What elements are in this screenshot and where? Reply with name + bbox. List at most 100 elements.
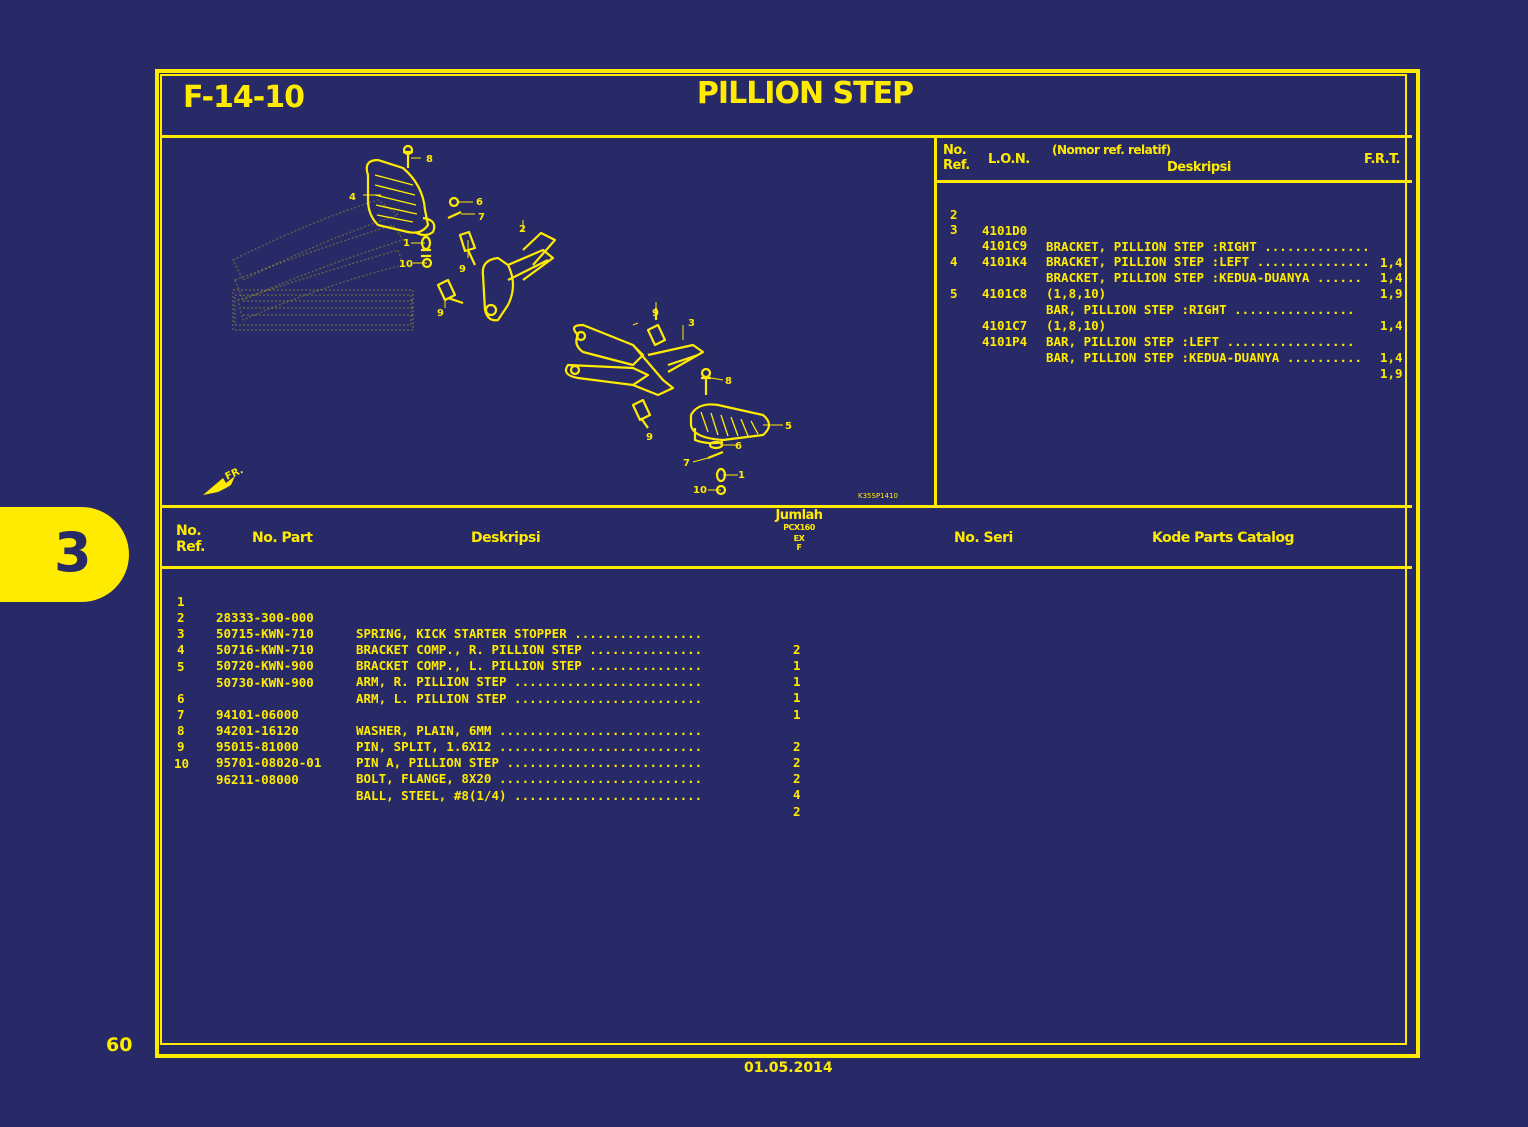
callout-label: 2 <box>519 224 526 235</box>
lon-desc-header: Deskripsi <box>1167 160 1231 175</box>
part-qty: 1 <box>793 690 801 705</box>
callout-label: 1 <box>738 470 745 481</box>
table-row[interactable]: 5 50730-KWN-900 ARM, L. PILLION STEP ...… <box>165 643 801 722</box>
callout-label: 6 <box>476 197 483 208</box>
lon-frt: 1,4 <box>1380 255 1403 270</box>
callout-label: 5 <box>785 421 792 432</box>
frt-header: F.R.T. <box>1364 152 1400 167</box>
callout-label: 9 <box>459 264 466 275</box>
part-desc: WASHER, PLAIN, 6MM .....................… <box>356 723 703 738</box>
part-ref: 6 <box>177 691 185 706</box>
table-row[interactable]: 8 95015-81000 PIN A, PILLION STEP ......… <box>165 707 801 786</box>
lon-ref-header-line1: No. <box>943 143 967 158</box>
table-row[interactable]: 1 28333-300-000 SPRING, KICK STARTER STO… <box>165 578 801 657</box>
table-row: 4 (1,8,10) <box>940 238 1106 301</box>
table-row[interactable]: 2 50715-KWN-710 BRACKET COMP., R. PILLIO… <box>165 594 801 673</box>
part-ref: 9 <box>177 739 185 754</box>
part-desc: ARM, R. PILLION STEP ...................… <box>356 674 703 689</box>
part-desc: BRACKET COMP., L. PILLION STEP .........… <box>356 658 703 673</box>
part-number: 94101-06000 <box>216 707 299 722</box>
part-ref: 7 <box>177 707 185 722</box>
part-number: 50720-KWN-900 <box>216 658 314 673</box>
qty-header: Jumlah PCX160 EX F <box>760 509 838 552</box>
part-ref: 2 <box>177 610 185 625</box>
part-qty: 2 <box>793 771 801 786</box>
title-divider <box>160 135 1412 138</box>
right-step-assembly <box>363 144 557 322</box>
callout-label: 9 <box>646 432 653 443</box>
figure-code: F-14-10 <box>183 80 305 115</box>
part-ref: 10 <box>174 756 190 771</box>
callout-label: 3 <box>688 318 695 329</box>
lon-desc-note: (Nomor ref. relatif) <box>1052 143 1171 157</box>
callout-labels: 8 6 7 4 1 10 9 2 9 9 3 8 5 9 6 7 1 10 FR… <box>224 154 898 500</box>
part-ref: 5 <box>177 659 185 674</box>
table-row[interactable]: 3 50716-KWN-710 BRACKET COMP., L. PILLIO… <box>165 610 801 689</box>
lon-code: 4101K4 <box>982 254 1028 269</box>
table-row[interactable]: 10 96211-08000 BALL, STEEL, #8(1/4) ....… <box>165 740 801 819</box>
part-desc: PIN A, PILLION STEP ....................… <box>356 755 703 770</box>
part-qty: 2 <box>793 739 801 754</box>
callout-label: 4 <box>349 192 356 203</box>
part-qty: 2 <box>793 642 801 657</box>
lon-ref: 3 <box>950 222 958 237</box>
table-row: 4101P4 BAR, PILLION STEP :KEDUA-DUANYA .… <box>940 302 1403 381</box>
diagram-code: K35SP1410 <box>858 492 898 500</box>
part-number: 95015-81000 <box>216 739 299 754</box>
callout-label: 9 <box>652 308 659 319</box>
lon-desc: BRACKET, PILLION STEP :KEDUA-DUANYA ....… <box>1046 270 1363 285</box>
part-qty: 2 <box>793 804 801 819</box>
table-row: 4101C7 BAR, PILLION STEP :LEFT .........… <box>940 286 1403 365</box>
qty-header-title: Jumlah <box>775 508 823 523</box>
section-tab-number: 3 <box>54 521 92 584</box>
callout-label: 6 <box>735 441 742 452</box>
table-row[interactable]: 7 94201-16120 PIN, SPLIT, 1.6X12 .......… <box>165 691 801 770</box>
parts-ref-header: No. Ref. <box>176 523 205 555</box>
lon-desc: BAR, PILLION STEP :KEDUA-DUANYA ........… <box>1046 350 1363 365</box>
part-qty: 2 <box>793 755 801 770</box>
lon-desc: (1,8,10) <box>1046 286 1107 301</box>
watermark-logo <box>232 199 414 331</box>
callout-label: 1 <box>403 238 410 249</box>
part-qty: 1 <box>793 658 801 673</box>
lon-code: 4101C8 <box>982 286 1028 301</box>
parts-header-divider <box>160 566 1412 569</box>
part-desc: PIN, SPLIT, 1.6X12 .....................… <box>356 739 703 754</box>
callout-label: 10 <box>399 259 413 270</box>
table-row[interactable]: 4 50720-KWN-900 ARM, R. PILLION STEP ...… <box>165 626 801 705</box>
catalog-header: Kode Parts Catalog <box>1152 530 1295 546</box>
callout-label: 8 <box>725 376 732 387</box>
lon-header: L.O.N. <box>988 152 1030 167</box>
lon-frt: 1,9 <box>1380 286 1403 301</box>
table-row: 4101C8 BAR, PILLION STEP :RIGHT ........… <box>940 254 1403 333</box>
part-desc: BALL, STEEL, #8(1/4) ...................… <box>356 788 703 803</box>
callout-label: 7 <box>478 212 485 223</box>
part-number: 96211-08000 <box>216 772 299 787</box>
lon-desc: BAR, PILLION STEP :RIGHT ...............… <box>1046 302 1355 317</box>
parts-desc-header: Deskripsi <box>471 530 541 546</box>
lon-code: 4101C9 <box>982 238 1028 253</box>
section-tab[interactable]: 3 <box>0 507 129 602</box>
page-title: PILLION STEP <box>696 76 914 111</box>
part-qty: 1 <box>793 707 801 722</box>
lon-frt: 1,4 <box>1380 318 1403 333</box>
lon-ref: 5 <box>950 286 958 301</box>
table-row: 5 (1,8,10) <box>940 270 1106 333</box>
part-desc: BOLT, FLANGE, 8X20 .....................… <box>356 771 703 786</box>
table-row: 2 4101D0 BRACKET, PILLION STEP :RIGHT ..… <box>940 191 1403 270</box>
part-number: 50730-KWN-900 <box>216 675 314 690</box>
part-number: 50716-KWN-710 <box>216 642 314 657</box>
part-number: 50715-KWN-710 <box>216 626 314 641</box>
lon-header-divider <box>937 180 1412 183</box>
lon-desc: BRACKET, PILLION STEP :LEFT ............… <box>1046 254 1370 269</box>
table-row[interactable]: 6 94101-06000 WASHER, PLAIN, 6MM .......… <box>165 675 801 754</box>
part-qty: 1 <box>793 674 801 689</box>
part-number: 94201-16120 <box>216 723 299 738</box>
lon-desc: (1,8,10) <box>1046 318 1107 333</box>
part-number: 95701-08020-01 <box>216 755 322 770</box>
lon-desc: BRACKET, PILLION STEP :RIGHT ...........… <box>1046 239 1370 254</box>
parts-ref-header-line2: Ref. <box>176 539 205 555</box>
table-row[interactable]: 9 95701-08020-01 BOLT, FLANGE, 8X20 ....… <box>165 723 801 802</box>
exploded-diagram: 8 6 7 4 1 10 9 2 9 9 3 8 5 9 6 7 1 10 FR… <box>163 140 933 505</box>
left-step-assembly <box>564 302 783 496</box>
